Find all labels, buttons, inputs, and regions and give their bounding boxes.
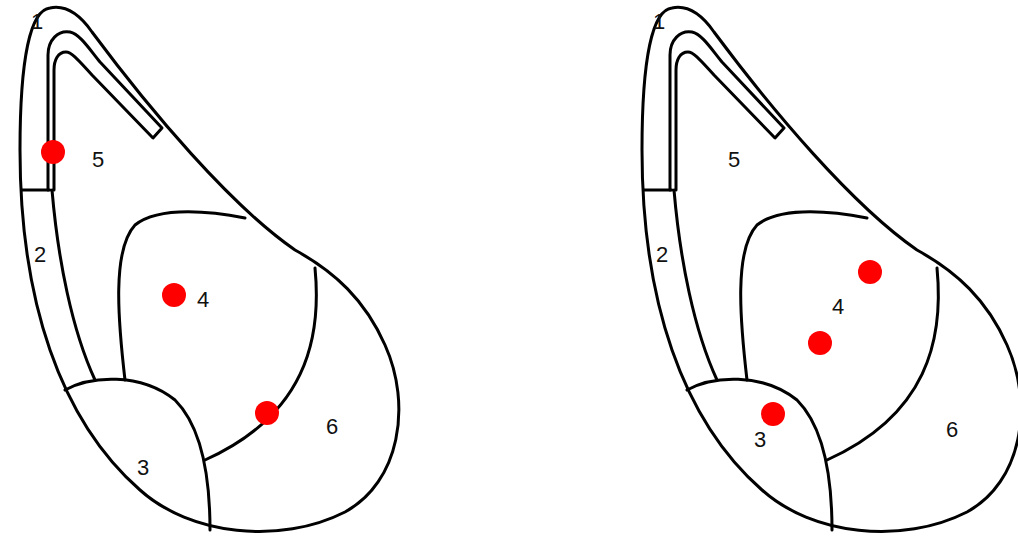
red-dot bbox=[162, 283, 186, 307]
region-number: 1 bbox=[31, 11, 43, 33]
red-dot bbox=[858, 260, 882, 284]
region-number: 1 bbox=[653, 11, 665, 33]
red-dot bbox=[761, 402, 785, 426]
region-number: 3 bbox=[137, 457, 149, 479]
region-number: 6 bbox=[326, 416, 338, 438]
region-outline bbox=[642, 7, 1018, 531]
marker-dots bbox=[41, 140, 882, 426]
region-number: 2 bbox=[34, 244, 46, 266]
region-number: 2 bbox=[656, 244, 668, 266]
region-number: 3 bbox=[754, 429, 766, 451]
region-number: 5 bbox=[728, 149, 740, 171]
region-outline bbox=[20, 7, 399, 531]
red-dot bbox=[41, 140, 65, 164]
red-dot bbox=[808, 331, 832, 355]
region-number: 4 bbox=[197, 289, 209, 311]
region-number: 6 bbox=[946, 419, 958, 441]
red-dot bbox=[255, 401, 279, 425]
region-number: 4 bbox=[832, 296, 844, 318]
region-number: 5 bbox=[92, 149, 104, 171]
